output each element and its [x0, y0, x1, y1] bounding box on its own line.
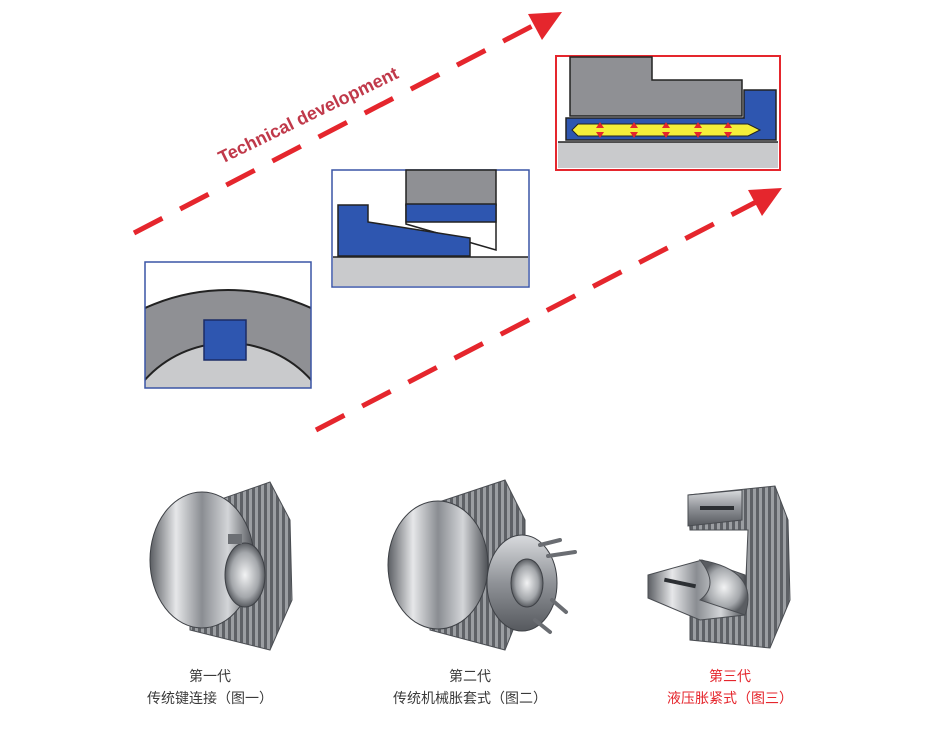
stage-2-title: 第二代: [449, 669, 491, 685]
lower-dashed-arrow: [314, 188, 782, 433]
lower-arrowhead: [748, 188, 782, 216]
pressure-arrows: [596, 122, 732, 138]
stage-2-subtitle: 传统机械胀套式（图二）: [393, 691, 547, 707]
stage-1-caption: 第一代 传统键连接（图一）: [115, 666, 305, 710]
key-connection-section: [144, 261, 312, 389]
gear-mechanical-sleeve-image: [387, 479, 577, 651]
gear-key-connection-image: [149, 481, 293, 651]
outer-ring: [405, 203, 497, 223]
oil-chamber: [571, 123, 762, 137]
key-block: [203, 319, 247, 361]
stage-2-caption: 第二代 传统机械胀套式（图二）: [360, 666, 580, 710]
stage-3-caption: 第三代 液压胀紧式（图三）: [625, 666, 835, 710]
stage-3-subtitle: 液压胀紧式（图三）: [667, 691, 793, 707]
stage-3-title: 第三代: [709, 669, 751, 685]
upper-dashed-arrow: [132, 12, 562, 236]
technical-development-label: Technical development: [215, 63, 401, 168]
hydraulic-sleeve-section: [555, 55, 781, 171]
mechanical-sleeve-section: [331, 169, 530, 288]
gear-hydraulic-sleeve-image: [647, 485, 791, 649]
stage-1-title: 第一代: [189, 669, 231, 685]
inner-wedge-ring: [337, 204, 471, 257]
stage-1-subtitle: 传统键连接（图一）: [147, 691, 273, 707]
upper-arrowhead: [528, 12, 562, 40]
